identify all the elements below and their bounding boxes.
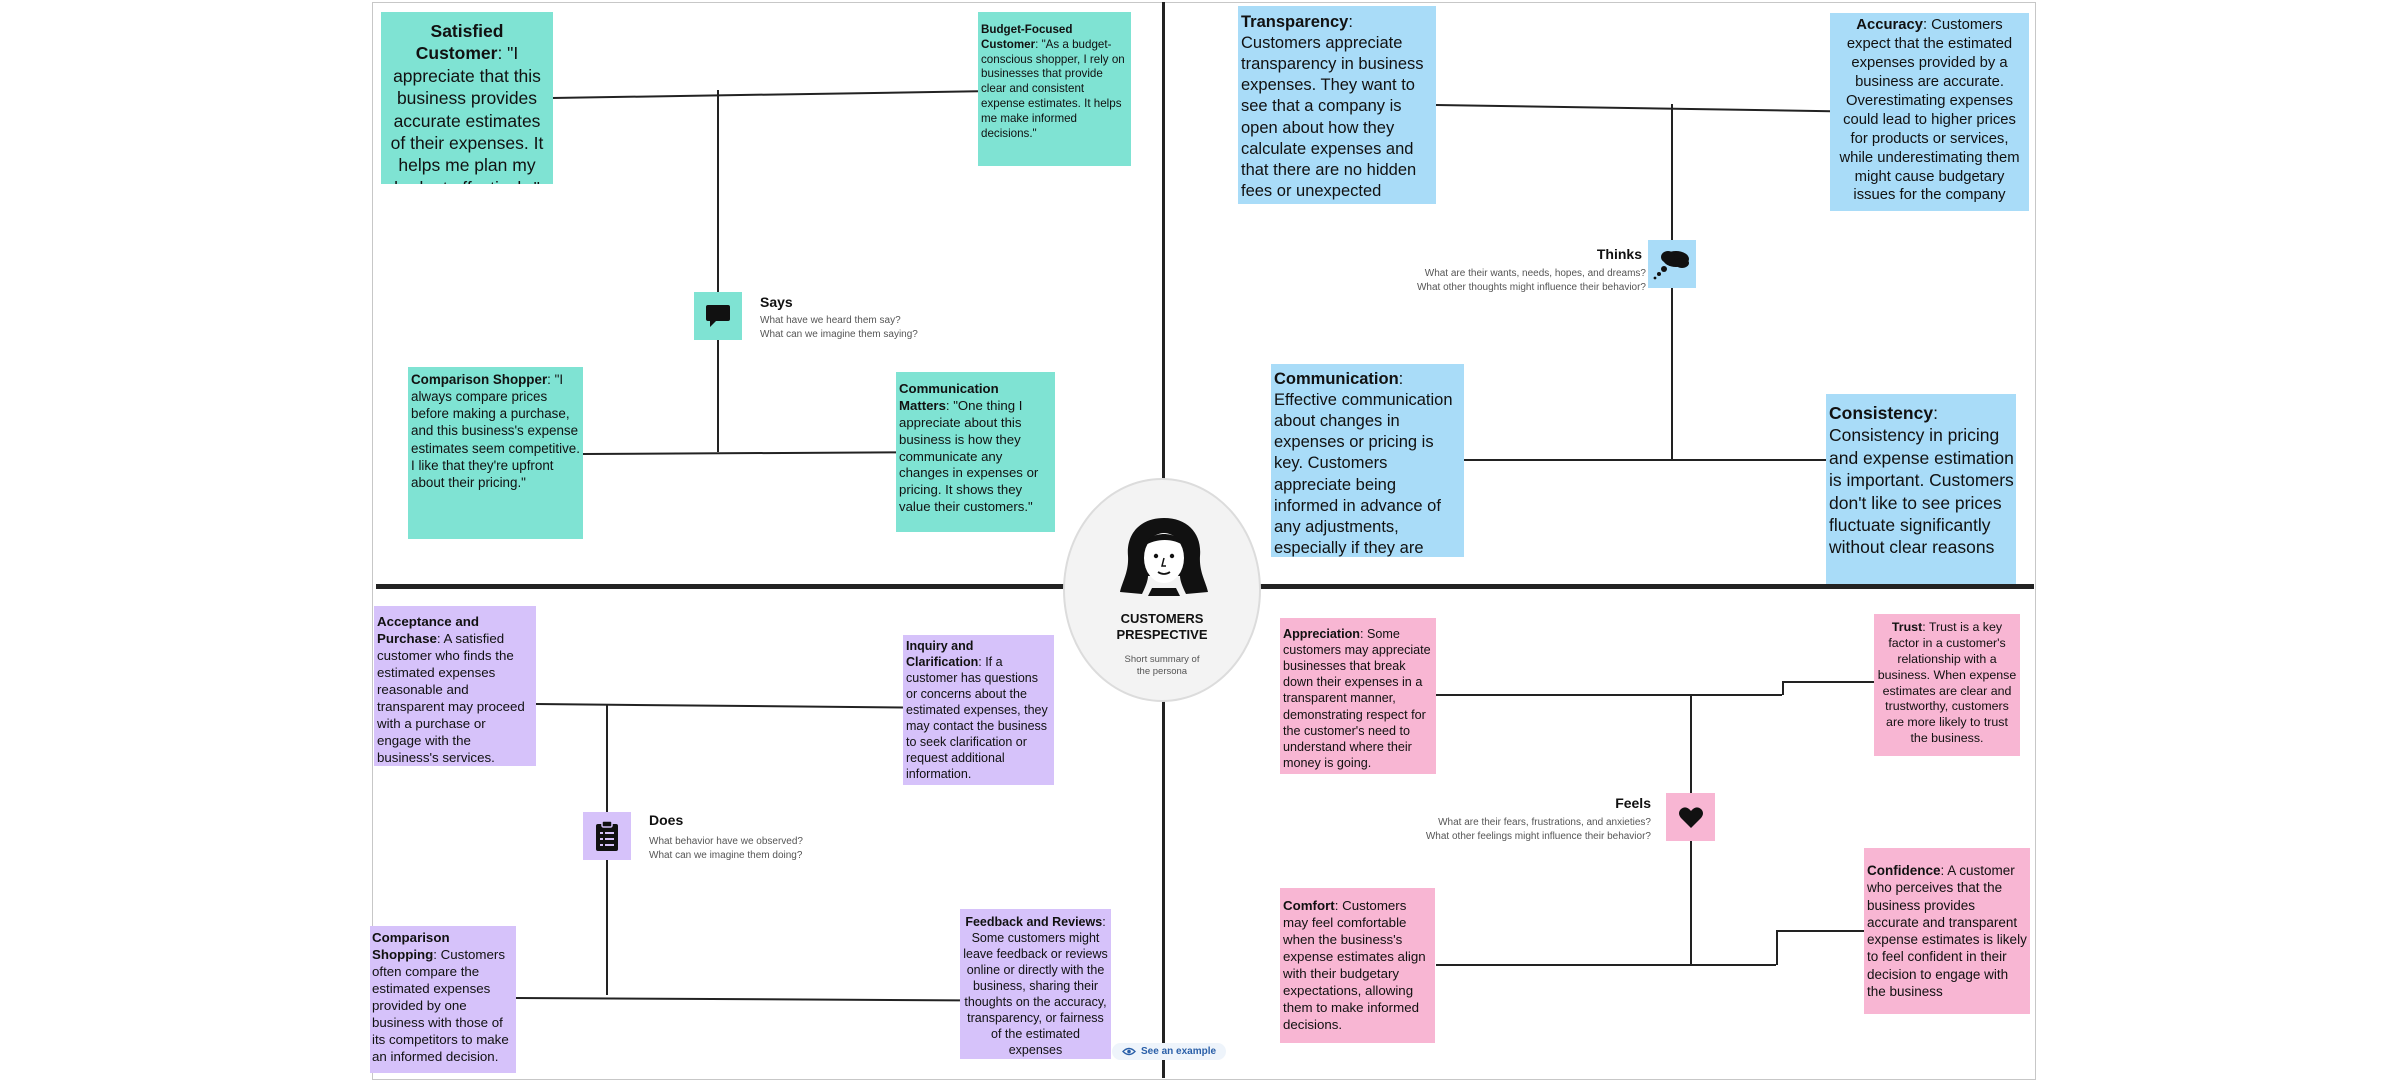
- sticky-note-communication-matters[interactable]: Communication Matters: "One thing I appr…: [896, 372, 1055, 532]
- sticky-note-appreciation[interactable]: Appreciation: Some customers may appreci…: [1280, 618, 1436, 774]
- thinks-icon-tile[interactable]: [1648, 240, 1696, 288]
- sticky-note-accuracy[interactable]: Accuracy: Customers expect that the esti…: [1830, 13, 2029, 211]
- sticky-note-transparency[interactable]: Transparency: Customers appreciate trans…: [1238, 6, 1436, 204]
- does-title: Does: [649, 812, 684, 828]
- woman-face-icon: [1120, 518, 1208, 596]
- persona-circle[interactable]: CUSTOMERS PRESPECTIVE Short summary of t…: [1063, 478, 1261, 702]
- connector-line: [717, 90, 719, 452]
- sticky-note-comparison-shopper[interactable]: Comparison Shopper: "I always compare pr…: [408, 367, 583, 539]
- connector-line: [1776, 930, 1778, 965]
- says-prompts: What have we heard them say? What can we…: [760, 315, 918, 340]
- connector-line: [1436, 964, 1776, 966]
- sticky-note-comparison-shopping[interactable]: Comparison Shopping: Customers often com…: [370, 926, 516, 1073]
- sticky-note-budget-focused-customer[interactable]: Budget-Focused Customer: "As a budget-co…: [978, 12, 1131, 166]
- persona-title: CUSTOMERS PRESPECTIVE: [1116, 611, 1208, 642]
- says-title: Says: [760, 294, 793, 310]
- thinks-title: Thinks: [1596, 246, 1642, 262]
- sticky-note-comfort[interactable]: Comfort: Customers may feel comfortable …: [1280, 888, 1435, 1043]
- thought-cloud-icon: [1653, 251, 1689, 280]
- feels-prompts: What are their fears, frustrations, and …: [1425, 817, 1651, 842]
- sticky-note-inquiry-and-clarification[interactable]: Inquiry and Clarification: If a customer…: [903, 635, 1054, 785]
- eye-icon: [1122, 1047, 1136, 1056]
- persona-summary: Short summary of the persona: [1124, 654, 1200, 678]
- thinks-prompts: What are their wants, needs, hopes, and …: [1416, 268, 1646, 293]
- connector-line: [1782, 681, 1874, 683]
- sticky-note-trust[interactable]: Trust: Trust is a key factor in a custom…: [1874, 614, 2020, 756]
- connector-line: [1436, 694, 1782, 696]
- sticky-note-consistency[interactable]: Consistency: Consistency in pricing and …: [1826, 394, 2016, 584]
- does-prompts: What behavior have we observed? What can…: [649, 836, 803, 861]
- clipboard-icon: [596, 820, 618, 851]
- does-icon-tile[interactable]: [583, 812, 631, 860]
- feels-title: Feels: [1615, 795, 1651, 811]
- sticky-note-communication[interactable]: Communication: Effective communication a…: [1271, 364, 1464, 557]
- sticky-note-acceptance-and-purchase[interactable]: Acceptance and Purchase: A satisfied cus…: [374, 606, 536, 766]
- speech-bubble-icon: [706, 305, 730, 327]
- sticky-note-confidence[interactable]: Confidence: A customer who perceives tha…: [1864, 848, 2030, 1014]
- sticky-note-satisfied-customer[interactable]: Satisfied Customer: "I appreciate that t…: [381, 12, 553, 184]
- connector-line: [1782, 681, 1784, 695]
- see-example-button[interactable]: See an example: [1112, 1043, 1227, 1060]
- feels-icon-tile[interactable]: [1666, 793, 1715, 841]
- connector-line: [1776, 930, 1864, 932]
- connector-line: [1464, 459, 1828, 461]
- says-icon-tile[interactable]: [694, 292, 742, 340]
- sticky-note-feedback-and-reviews[interactable]: Feedback and Reviews: Some customers mig…: [960, 909, 1111, 1059]
- heart-icon: [1678, 807, 1703, 828]
